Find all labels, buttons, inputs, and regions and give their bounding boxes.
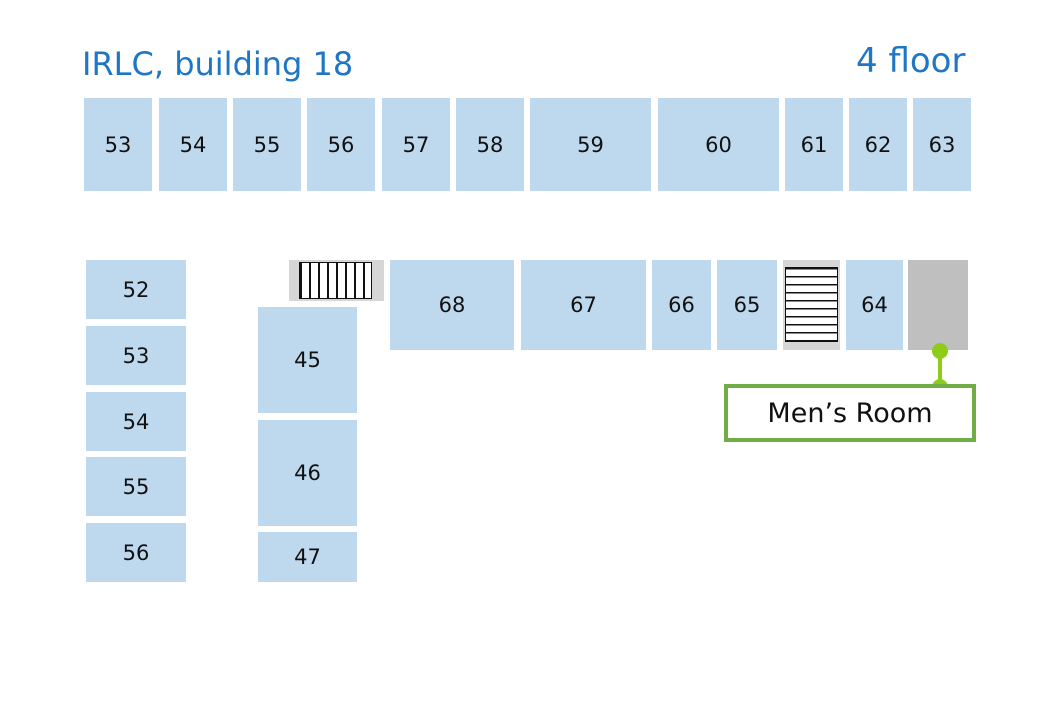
mens-room-callout[interactable]: Men’s Room xyxy=(724,384,976,442)
room-mid-46[interactable]: 46 xyxy=(258,420,357,526)
room-top-54[interactable]: 54 xyxy=(159,98,227,191)
room-corridor-67[interactable]: 67 xyxy=(521,260,646,350)
room-top-55[interactable]: 55 xyxy=(233,98,301,191)
room-top-62[interactable]: 62 xyxy=(849,98,907,191)
building-title: IRLC, building 18 xyxy=(82,45,354,83)
room-top-53[interactable]: 53 xyxy=(84,98,152,191)
staircase-west xyxy=(289,260,384,301)
room-corridor-68[interactable]: 68 xyxy=(390,260,514,350)
room-mid-45[interactable]: 45 xyxy=(258,307,357,413)
staircase-east xyxy=(783,260,840,350)
room-left-52[interactable]: 52 xyxy=(86,260,186,319)
room-corridor-64[interactable]: 64 xyxy=(846,260,903,350)
room-corridor-66[interactable]: 66 xyxy=(652,260,711,350)
room-top-59[interactable]: 59 xyxy=(530,98,651,191)
room-left-53[interactable]: 53 xyxy=(86,326,186,385)
connector-dot-top-icon xyxy=(932,343,948,359)
room-corridor-65[interactable]: 65 xyxy=(717,260,777,350)
room-top-63[interactable]: 63 xyxy=(913,98,971,191)
staircase-east-steps-icon xyxy=(785,267,838,342)
room-left-54[interactable]: 54 xyxy=(86,392,186,451)
room-left-55[interactable]: 55 xyxy=(86,457,186,516)
room-mid-47[interactable]: 47 xyxy=(258,532,357,582)
room-top-56[interactable]: 56 xyxy=(307,98,375,191)
room-top-61[interactable]: 61 xyxy=(785,98,843,191)
staircase-west-steps-icon xyxy=(299,262,372,299)
restroom-location[interactable] xyxy=(908,260,968,350)
room-top-60[interactable]: 60 xyxy=(658,98,779,191)
room-left-56[interactable]: 56 xyxy=(86,523,186,582)
room-top-57[interactable]: 57 xyxy=(382,98,450,191)
floor-title: 4 floor xyxy=(856,41,966,81)
room-top-58[interactable]: 58 xyxy=(456,98,524,191)
